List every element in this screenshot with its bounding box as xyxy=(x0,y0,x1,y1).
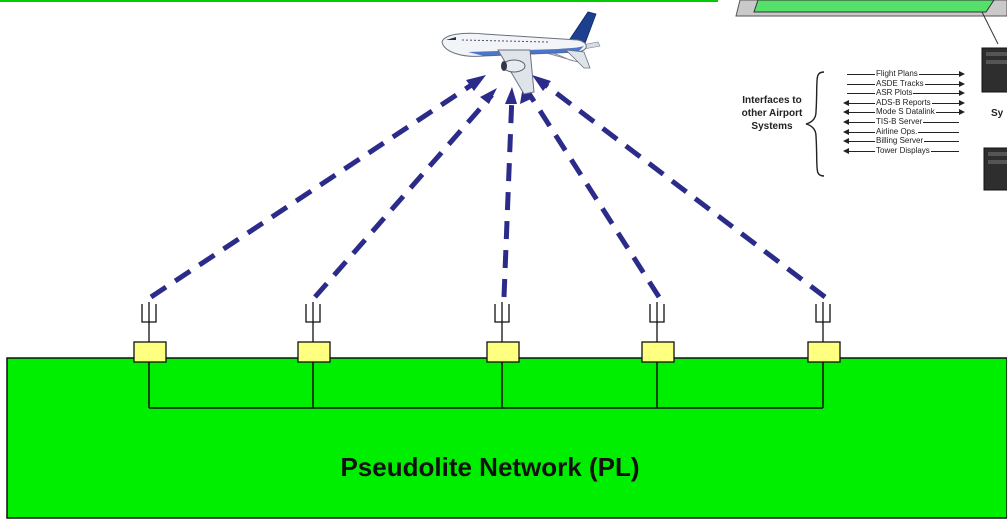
inset-partial-label: Sy xyxy=(991,108,1004,119)
inset-interface-item: Tower Displays xyxy=(843,145,967,156)
inset-interface-item: ADS-B Reports xyxy=(843,97,967,108)
inset-graphics xyxy=(735,0,1007,191)
inset-interface-label: Flight Plans xyxy=(875,69,919,78)
inset-interface-item: TIS-B Server xyxy=(843,116,967,127)
server-unit-1 xyxy=(981,47,1007,93)
antenna-icon xyxy=(649,302,665,342)
pseudolite-station-4 xyxy=(641,302,675,363)
arrow-left-icon xyxy=(843,128,849,135)
antenna-icon xyxy=(305,302,321,342)
pseudolite-station-2 xyxy=(297,302,331,363)
signal-link-2 xyxy=(313,93,494,299)
inset-interface-label: ADS-B Reports xyxy=(875,97,932,107)
inset-green-panel xyxy=(753,0,995,13)
arrow-left-icon xyxy=(843,109,849,116)
pseudolite-network-area xyxy=(6,357,1007,519)
signal-link-5 xyxy=(537,78,827,299)
pseudolite-box xyxy=(133,341,167,363)
inset-interface-label: ASDE Tracks xyxy=(875,78,925,88)
pseudolite-station-3 xyxy=(486,302,520,363)
inset-interface-item: Mode S Datalink xyxy=(843,107,967,117)
airplane-icon xyxy=(441,11,601,95)
inset-interface-label: Mode S Datalink xyxy=(875,107,936,117)
inset-interfaces-label: Interfaces to other Airport Systems xyxy=(741,95,803,132)
inset-brace xyxy=(805,71,825,177)
arrow-left-icon xyxy=(843,99,849,106)
inset-interface-item: Flight Plans xyxy=(847,69,967,79)
server-unit-2 xyxy=(983,147,1007,191)
inset-interface-label: Tower Displays xyxy=(875,145,931,155)
pseudolite-station-5 xyxy=(807,302,841,363)
pseudolite-station-1 xyxy=(133,302,167,363)
inset-interface-item: Billing Server xyxy=(843,136,967,146)
signal-links xyxy=(149,77,827,300)
signal-arrowheads xyxy=(466,75,551,104)
pseudolite-box xyxy=(486,341,520,363)
inset-interface-label: Airline Ops. xyxy=(875,126,919,136)
arrow-right-icon xyxy=(959,71,965,77)
arrow-left-icon xyxy=(843,118,849,125)
network-title: Pseudolite Network (PL) xyxy=(340,452,640,482)
arrow-right-icon xyxy=(959,90,965,97)
signal-link-3 xyxy=(501,94,515,298)
pseudolite-box xyxy=(807,341,841,363)
inset-interface-label: ASR Plots xyxy=(875,88,914,98)
arrow-right-icon xyxy=(959,109,965,116)
signal-link-4 xyxy=(525,90,662,299)
arrow-right-icon xyxy=(959,80,965,87)
antenna-icon xyxy=(815,302,831,342)
inset-interface-label: Billing Server xyxy=(875,136,925,146)
antenna-icon xyxy=(494,302,510,342)
arrow-left-icon xyxy=(843,138,849,145)
inset-interface-item: ASR Plots xyxy=(847,88,967,98)
arrow-right-icon xyxy=(959,99,965,106)
pseudolite-box xyxy=(297,341,331,363)
pseudolite-box xyxy=(641,341,675,363)
inset-interface-item: Airline Ops. xyxy=(843,126,967,137)
signal-link-1 xyxy=(149,77,481,300)
inset-interface-label: TIS-B Server xyxy=(875,116,924,126)
network-bus xyxy=(148,362,824,409)
inset-interface-item: ASDE Tracks xyxy=(847,78,967,89)
airport-systems-inset: Interfaces to other Airport Systems Flig… xyxy=(732,0,1007,250)
arrow-left-icon xyxy=(843,147,849,154)
antenna-icon xyxy=(141,302,157,342)
